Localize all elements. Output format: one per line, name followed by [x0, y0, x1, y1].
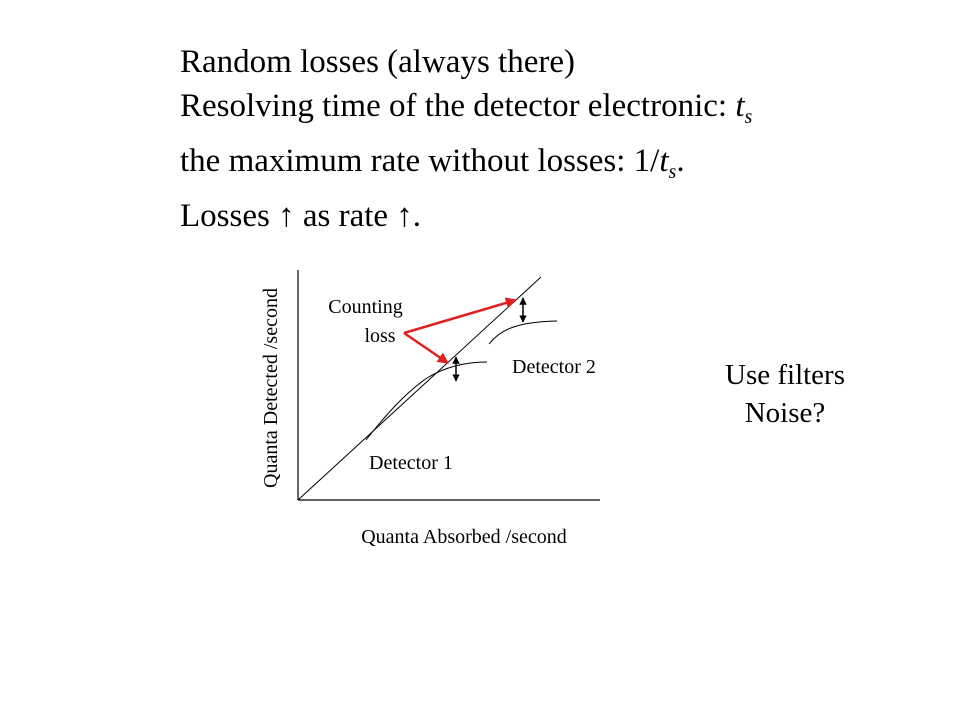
detector1-label: Detector 1 [369, 452, 453, 474]
ideal-response-line [297, 276, 542, 501]
y-axis-label: Quanta Detected /second [260, 288, 282, 488]
bullet-losses-rate: Losses ↑ as rate ↑. [180, 198, 422, 234]
x-axis-label: Quanta Absorbed /second [361, 526, 567, 548]
counting-loss-arrow-1 [403, 331, 449, 365]
side-note: Use filters Noise? [690, 356, 880, 432]
bullet-resolving-time: Resolving time of the detector electroni… [180, 88, 753, 128]
bullet-text-block: Random losses (always there) Resolving t… [180, 40, 752, 238]
up-arrow-icon: ↑ [278, 198, 295, 234]
up-arrow-icon: ↑ [396, 198, 413, 234]
side-note-noise: Noise? [744, 397, 826, 429]
counting-loss-label: Counting loss [328, 296, 407, 347]
bullet-random-losses: Random losses (always there) [180, 44, 575, 80]
detector1-curve [365, 361, 488, 441]
side-note-filters: Use filters [725, 359, 845, 391]
detector2-curve [488, 320, 558, 345]
bullet-max-rate: the maximum rate without losses: 1/ts. [180, 143, 685, 183]
counting-loss-arrow-2 [403, 297, 518, 335]
detector2-label: Detector 2 [512, 356, 596, 378]
